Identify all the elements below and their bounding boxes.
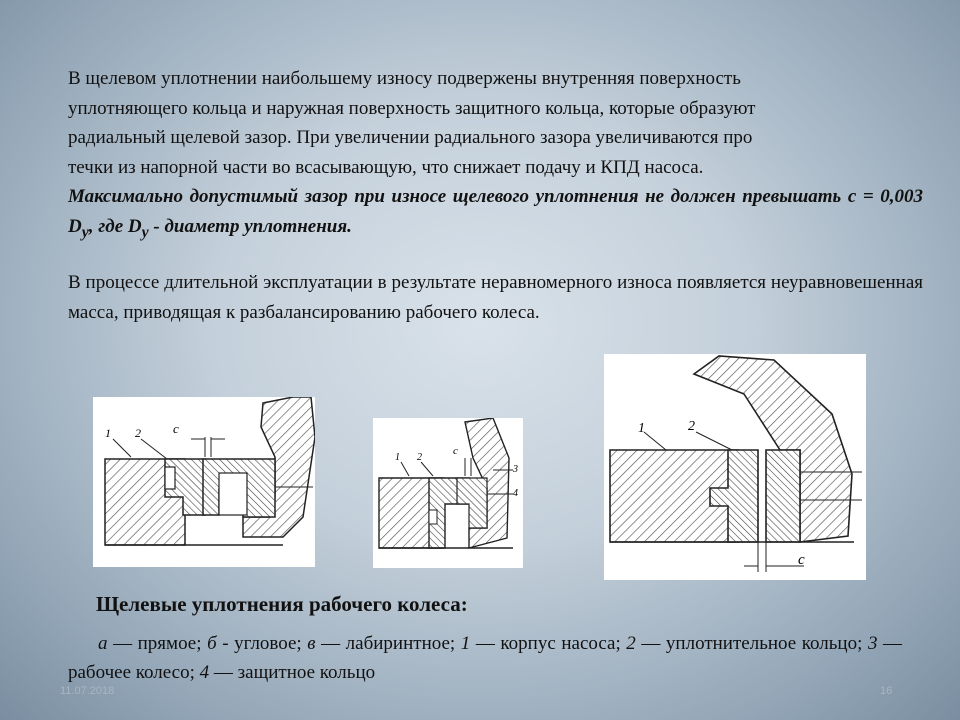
- legend-2: 2: [626, 633, 636, 654]
- legend-4: 4: [199, 662, 210, 683]
- fig-a-label-2: 2: [135, 426, 141, 440]
- max-clearance-part3: - диаметр уплотнения.: [148, 215, 352, 237]
- legend-a-text: — прямое;: [107, 633, 208, 654]
- max-clearance-statement: Максимально допустимый зазор при износе …: [68, 182, 923, 247]
- caption-legend: а — прямое; б - угловое; в — лабиринтное…: [68, 629, 902, 687]
- fig-b-label-4: 4: [513, 488, 518, 499]
- p1-line-4: течки из напорной части во всасывающую, …: [68, 156, 704, 178]
- p1-line-1: В щелевом уплотнении наибольшему износу …: [68, 68, 741, 89]
- fig-b-label-2: 2: [417, 452, 422, 463]
- legend-3: 3: [867, 633, 878, 654]
- legend-v: в: [307, 633, 316, 654]
- max-clearance-sub1: у: [81, 223, 89, 241]
- fig-a-label-c: c: [173, 421, 179, 436]
- legend-2-text: — уплотнительное кольцо;: [635, 633, 868, 654]
- fig-b-label-c: c: [453, 445, 458, 457]
- legend-1: 1: [460, 633, 471, 654]
- straight-seal-drawing: 1 2 c: [104, 397, 315, 546]
- labyrinth-seal-drawing: 1 2 c: [609, 355, 862, 572]
- fig-b-label-3: 3: [512, 464, 518, 475]
- legend-1-text: — корпус насоса;: [470, 633, 627, 654]
- figure-labyrinth-seal: 1 2 c: [604, 354, 866, 580]
- fig-a-label-1: 1: [105, 426, 111, 440]
- figure-angular-seal: 1 2 c 3 4: [373, 418, 523, 568]
- paragraph-imbalance: В процессе длительной эксплуатации в рез…: [68, 272, 923, 323]
- fig-c-label-c: c: [798, 552, 805, 568]
- legend-v-text: — лабиринтное;: [315, 633, 461, 654]
- angular-seal-drawing: 1 2 c 3 4: [378, 418, 518, 549]
- footer-date: 11.07.2018: [60, 685, 115, 697]
- legend-b: б: [207, 633, 217, 654]
- legend-3-text: — рабочее колесо;: [68, 633, 903, 683]
- legend-b-text: - угловое;: [216, 633, 308, 654]
- figure-straight-seal: 1 2 c: [93, 397, 315, 567]
- legend-a: а: [98, 633, 108, 654]
- fig-b-label-1: 1: [395, 452, 400, 463]
- max-clearance-part2: , где D: [88, 215, 142, 237]
- paragraph-wear: В щелевом уплотнении наибольшему износу …: [68, 64, 923, 247]
- legend-4-text: — защитное кольцо: [209, 662, 376, 683]
- p1-line-3: радиальный щелевой зазор. При увеличении…: [68, 127, 753, 148]
- p1-line-2: уплотняющего кольца и наружная поверхнос…: [68, 97, 756, 119]
- max-clearance-part1: Максимально допустимый зазор при износе …: [68, 186, 923, 237]
- fig-c-label-1: 1: [638, 421, 645, 436]
- footer-page-number: 16: [880, 685, 893, 697]
- caption-title: Щелевые уплотнения рабочего колеса:: [96, 592, 468, 616]
- max-clearance-sub2: у: [141, 223, 149, 241]
- fig-c-label-2: 2: [688, 419, 695, 434]
